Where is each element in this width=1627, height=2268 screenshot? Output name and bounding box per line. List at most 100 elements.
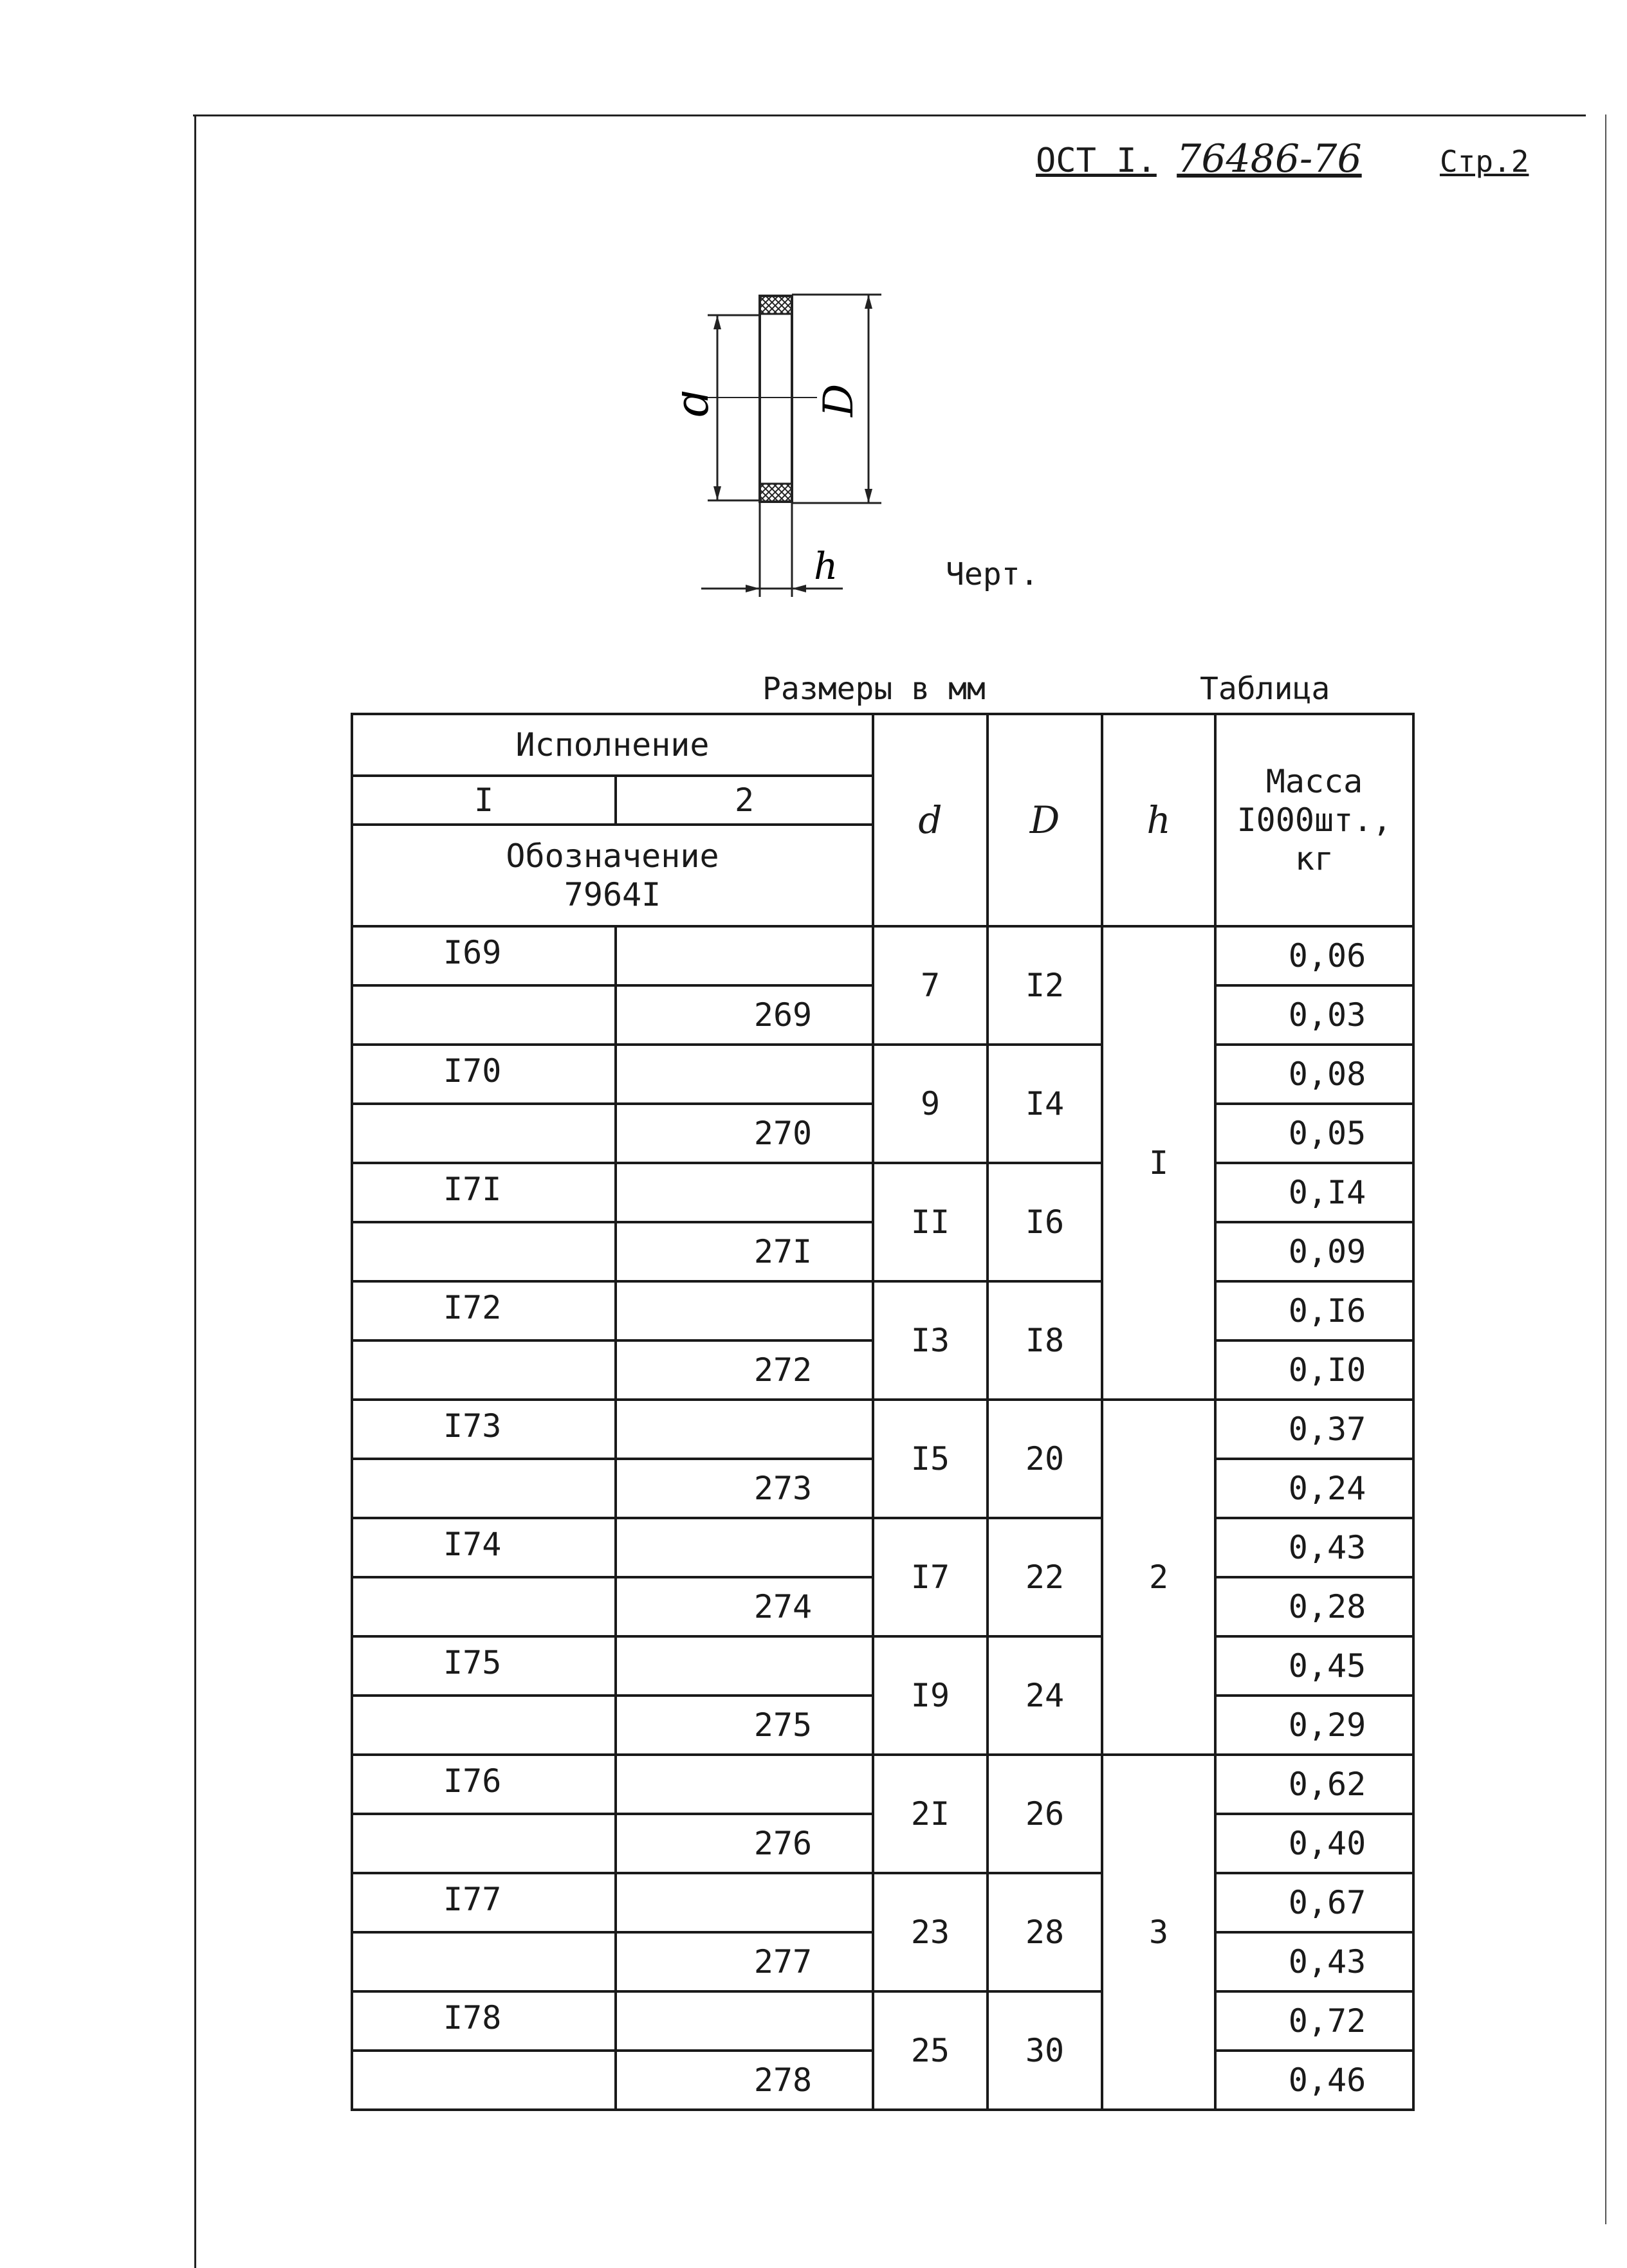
header-row: Исполнение d D h Масса I000шт., кг <box>351 713 1415 928</box>
mass-cell: 0,67 <box>1214 1872 1415 1934</box>
d-cell: 9 <box>872 1043 989 1164</box>
exec-2-empty-cell <box>614 1280 874 1342</box>
d-cell: 7 <box>872 925 989 1046</box>
d-cell: I3 <box>872 1280 989 1401</box>
mass-cell: 0,72 <box>1214 1990 1415 2052</box>
exec-1-empty-cell <box>351 1339 617 1401</box>
exec-1-cell: I76 <box>351 1753 617 1815</box>
D-cell: 26 <box>986 1753 1103 1874</box>
mass-cell: 0,43 <box>1214 1517 1415 1578</box>
page-label: Стр.2 <box>1439 144 1529 179</box>
D-cell: 22 <box>986 1517 1103 1638</box>
exec-1-cell: I72 <box>351 1280 617 1342</box>
mass-header-line1: Масса <box>1265 763 1363 800</box>
exec-1-empty-cell <box>351 1813 617 1874</box>
d-cell: 2I <box>872 1753 989 1874</box>
exec-1-empty-cell <box>351 2049 617 2111</box>
table-row: 273 0,24 <box>351 1458 1415 1519</box>
D-header: D <box>986 713 1103 928</box>
h-cell: I <box>1101 925 1217 1401</box>
exec-1-cell: I77 <box>351 1872 617 1934</box>
exec-2-empty-cell <box>614 1517 874 1578</box>
exec-2-cell: 278 <box>614 2049 874 2111</box>
specification-table: Исполнение d D h Масса I000шт., кг I 2 О… <box>351 713 1415 2111</box>
frame-left-line <box>194 114 196 2268</box>
header-row: I 2 <box>351 774 1413 826</box>
mass-header: Масса I000шт., кг <box>1214 713 1415 928</box>
table-row: 27I 0,09 <box>351 1221 1415 1283</box>
table-row: 275 0,29 <box>351 1694 1415 1756</box>
mass-cell: 0,03 <box>1214 984 1415 1046</box>
execution-header: Исполнение <box>351 713 874 777</box>
D-cell: I8 <box>986 1280 1103 1401</box>
exec-2-empty-cell <box>614 1043 874 1105</box>
exec-1-cell: I78 <box>351 1990 617 2052</box>
exec-2-cell: 270 <box>614 1102 874 1164</box>
exec-2-header: 2 <box>614 774 874 826</box>
mass-cell: 0,43 <box>1214 1931 1415 1993</box>
exec-2-cell: 273 <box>614 1458 874 1519</box>
standard-number: 76486-76 <box>1177 136 1362 181</box>
exec-1-empty-cell <box>351 1458 617 1519</box>
h-cell: 3 <box>1101 1753 1217 2111</box>
mass-cell: 0,29 <box>1214 1694 1415 1756</box>
mass-cell: 0,62 <box>1214 1753 1415 1815</box>
h-header: h <box>1101 713 1217 928</box>
exec-1-empty-cell <box>351 1102 617 1164</box>
mass-header-line2: I000шт., <box>1236 801 1392 839</box>
exec-2-cell: 27I <box>614 1221 874 1283</box>
D-cell: I2 <box>986 925 1103 1046</box>
mass-header-unit: кг <box>1294 840 1334 877</box>
exec-2-cell: 275 <box>614 1694 874 1756</box>
D-cell: 24 <box>986 1635 1103 1756</box>
exec-2-empty-cell <box>614 1635 874 1697</box>
D-cell: 28 <box>986 1872 1103 1993</box>
d-cell: II <box>872 1162 989 1283</box>
d-cell: I9 <box>872 1635 989 1756</box>
mass-cell: 0,09 <box>1214 1221 1415 1283</box>
mass-cell: 0,24 <box>1214 1458 1415 1519</box>
exec-1-empty-cell <box>351 984 617 1046</box>
exec-2-empty-cell <box>614 1872 874 1934</box>
dimensions-note: Размеры в мм <box>762 671 986 707</box>
d-cell: 23 <box>872 1872 989 1993</box>
designation-header: Обозначение 7964I <box>351 823 874 928</box>
mass-cell: 0,40 <box>1214 1813 1415 1874</box>
exec-2-empty-cell <box>614 1753 874 1815</box>
mass-cell: 0,08 <box>1214 1043 1415 1105</box>
mass-cell: 0,I4 <box>1214 1162 1415 1223</box>
exec-1-empty-cell <box>351 1576 617 1638</box>
exec-2-cell: 277 <box>614 1931 874 1993</box>
mass-cell: 0,I0 <box>1214 1339 1415 1401</box>
mass-cell: 0,05 <box>1214 1102 1415 1164</box>
exec-2-empty-cell <box>614 1398 874 1460</box>
frame-right-line <box>1605 114 1606 2224</box>
header-row: Обозначение 7964I <box>351 823 1413 928</box>
exec-2-cell: 276 <box>614 1813 874 1874</box>
exec-1-cell: I73 <box>351 1398 617 1460</box>
table-label: Таблица <box>1200 671 1330 707</box>
d-cell: I7 <box>872 1517 989 1638</box>
label-h: h <box>814 544 838 588</box>
exec-1-empty-cell <box>351 1221 617 1283</box>
table-row: 276 0,40 <box>351 1813 1415 1874</box>
mass-cell: 0,37 <box>1214 1398 1415 1460</box>
mass-cell: 0,28 <box>1214 1576 1415 1638</box>
exec-2-empty-cell <box>614 1990 874 2052</box>
table-row: 270 0,05 <box>351 1102 1415 1164</box>
exec-2-cell: 272 <box>614 1339 874 1401</box>
label-D: D <box>815 384 863 417</box>
page-header: ОСТ I. 76486-76 Стр.2 <box>1036 136 1529 181</box>
exec-2-empty-cell <box>614 1162 874 1223</box>
